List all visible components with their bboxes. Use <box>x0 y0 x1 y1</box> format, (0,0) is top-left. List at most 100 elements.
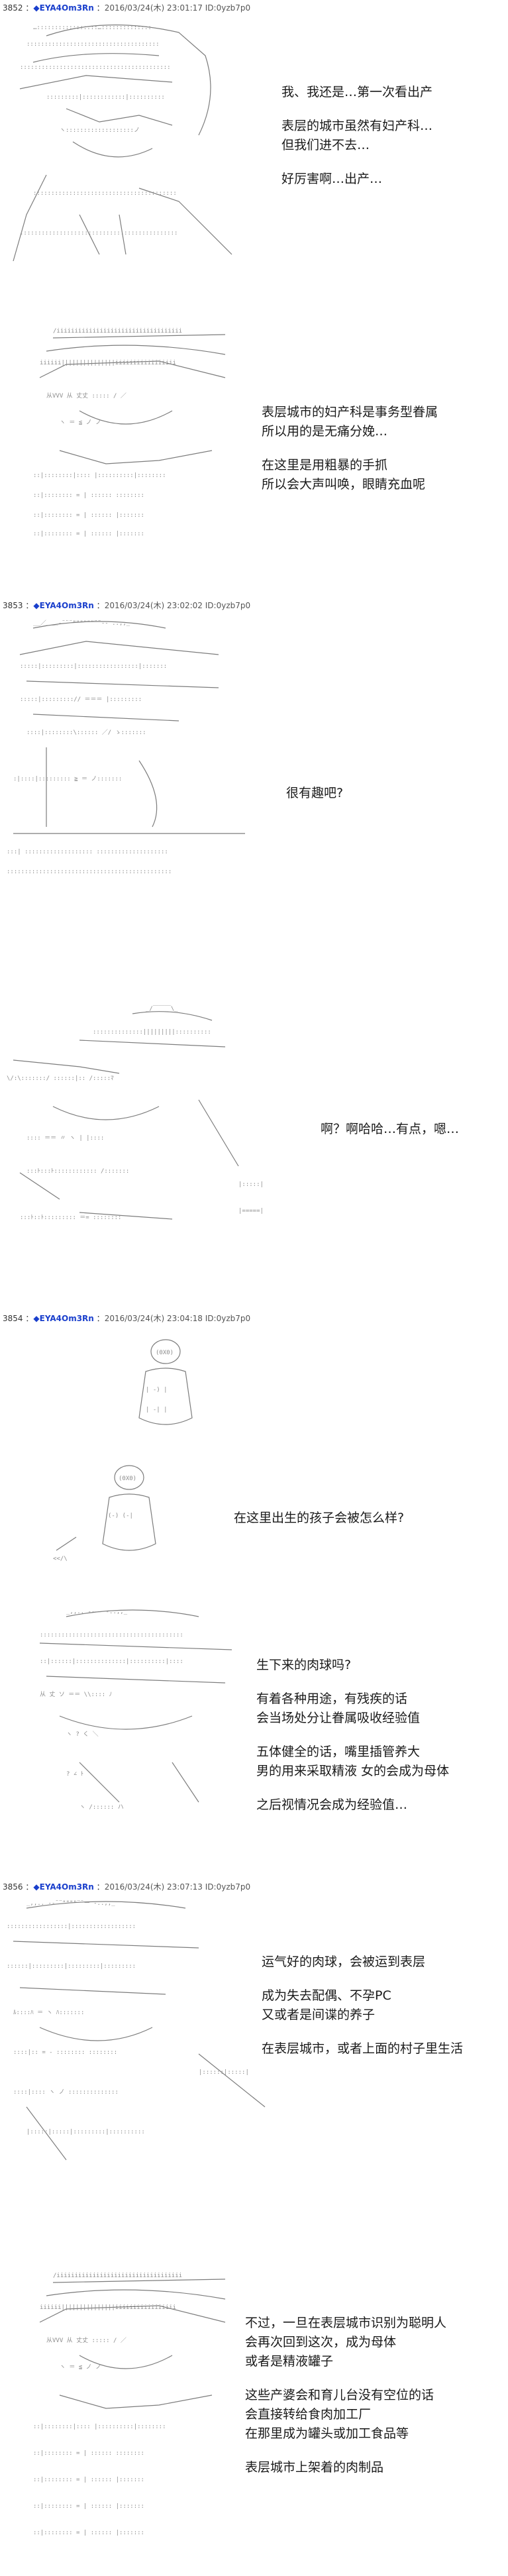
dialogue-line: 成为失去配偶、不孕PC <box>262 1988 391 2003</box>
dialogue-line: 啊？啊哈哈…有点，嗯… <box>321 1122 460 1136</box>
svg-text::::::::::::::::::|::::::::::::: :::::::::::::::::|:::::::::::::::::: <box>7 1923 136 1930</box>
trip-diamond-icon: ◆ <box>33 3 40 13</box>
dialogue-line: 又或者是间谍的养子 <box>262 2008 376 2022</box>
svg-text:/iiiiiiiiiiiiiiiiiiiiiiiiiiiii: /iiiiiiiiiiiiiiiiiiiiiiiiiiiiiiiiiii <box>53 328 182 335</box>
svg-text:::|:::::::: = | :::::: |::::: ::|:::::::: = | :::::: |::::::: <box>33 531 144 537</box>
dialogue-line: 五体健全的话，嘴里插管养大 <box>256 1744 421 1759</box>
dialogue-line: 运气好的肉球，会被运到表层 <box>262 1955 426 1969</box>
poster-name[interactable]: EYA4Om3Rn <box>39 3 94 13</box>
svg-text:::::::::::::::|||||||||:::::::: ::::::::::::::|||||||||:::::::::: <box>93 1029 211 1036</box>
svg-text:iiiiii|||||||||||||||iiiiiiiii: iiiiii|||||||||||||||iiiiiiiiiiiiiiiii <box>40 360 176 366</box>
dialogue-line: 但我们进不去… <box>281 138 370 152</box>
svg-text:(-) (-|: (-) (-| <box>108 1513 133 1519</box>
dialogue-line: 生下来的肉球吗? <box>256 1658 352 1672</box>
post-datetime: 2016/03/24(木) 23:07:13 <box>104 1882 203 1892</box>
svg-text:::|:::::::: = | :::::: |::::: ::|:::::::: = | :::::: |::::::: <box>33 512 144 519</box>
ascii-art-character: (0X0) (-) (-| <</\ <box>50 1458 176 1567</box>
dialogue-line: 在表层城市，或者上面的村子里生活 <box>262 2041 464 2056</box>
svg-text:ﾙ::::ﾊ ＝ ヽ ﾊ:::::::: ﾙ::::ﾊ ＝ ヽ ﾊ::::::: <box>13 2010 84 2016</box>
svg-text:从 丈 ソ ＝＝ \\:::: ﾉ: 从 丈 ソ ＝＝ \\:::: ﾉ <box>40 1691 112 1698</box>
svg-text::::| ::::::::::::::::::: :::::: :::| ::::::::::::::::::: :::::::::::::::… <box>7 849 168 855</box>
svg-text:::::::::::::::::::::::::::::::: ::::::::::::::::::::::::::::::::::::::::… <box>20 64 171 71</box>
trip-diamond-icon: ◆ <box>33 1314 40 1323</box>
svg-text:\/:\:::::::/ ::::::|:: /:::::ﾏ: \/:\:::::::/ ::::::|:: /:::::ﾏ <box>7 1075 114 1082</box>
svg-text:__／＿＿‐¨¨¨""""""¨¨‐- ..,,_: __／＿＿‐¨¨¨""""""¨¨‐- ..,,_ <box>33 619 130 627</box>
svg-text:::::|:::: ヽ ノ ::::::::::::::: ::::|:::: ヽ ノ :::::::::::::: <box>13 2089 119 2096</box>
svg-text::::ﾄ::ﾄ::::::::: ＝= ::::::::: :::ﾄ::ﾄ::::::::: ＝= :::::::: <box>20 1214 121 1221</box>
post-datetime: 2016/03/24(木) 23:04:18 <box>104 1314 203 1323</box>
ascii-art-character: /iiiiiiiiiiiiiiiiiiiiiiiiiiiiiiiiiii iii… <box>26 2269 245 2561</box>
svg-text:::|:::::::: = | :::::: |::::: ::|:::::::: = | :::::: |::::::: <box>33 2477 144 2483</box>
post-datetime: 2016/03/24(木) 23:02:02 <box>104 601 203 610</box>
dialogue-line: 所以会大声叫唤，眼睛充血呢 <box>262 477 426 492</box>
svg-text:ヽ ＝ ≦ ノ ノ: ヽ ＝ ≦ ノ ノ <box>60 419 101 426</box>
dialogue-line: 在这里是用粗暴的手抓 <box>262 458 388 472</box>
svg-text::::: ＝＝ 〃 ヽ | |::::: :::: ＝＝ 〃 ヽ | |:::: <box>26 1135 104 1142</box>
svg-text:…:::::::::::::::::…:::::::::::: …:::::::::::::::::…:::::::::::::: <box>33 25 152 31</box>
trip-diamond-icon: ◆ <box>33 1882 40 1892</box>
svg-text:ヽ /:::::: ハ: ヽ /:::::: ハ <box>79 1804 124 1811</box>
dialogue-box: 很有趣吧? <box>286 784 343 803</box>
svg-text:|:::::|:::::|:::::::::|:::::::: |:::::|:::::|:::::::::|:::::::::: <box>26 2129 145 2135</box>
poster-name[interactable]: EYA4Om3Rn <box>39 1314 94 1323</box>
svg-text::::::|:::::::::// ＝＝＝ |:::::::: :::::|:::::::::// ＝＝＝ |::::::::: <box>20 696 142 703</box>
dialogue-box: 在这里出生的孩子会被怎么样? <box>234 1509 404 1528</box>
dialogue-box: 不过，一旦在表层城市识别为聪明人 会再次回到这次，成为母体 或者是精液罐子 这些… <box>245 2314 446 2477</box>
post-id[interactable]: ID:0yzb7p0 <box>205 601 251 610</box>
svg-text:? ∠ ﾄ: ? ∠ ﾄ <box>66 1771 83 1778</box>
svg-text:::::::::::::::::::::::::::::::: ::::::::::::::::::::::::::::::::::::::::… <box>7 869 172 875</box>
dialogue-line: 会直接转给食肉加工厂 <box>245 2407 372 2422</box>
svg-text:::::|:: = ‐ :::::::: :::::: ::::|:: = ‐ :::::::: :::::::: <box>13 2049 117 2056</box>
svg-text:::::::::::::::::::::::::::::::: ::::::::::::::::::::::::::::::::::::: <box>26 41 159 48</box>
post-header: 3852 ：◆EYA4Om3Rn ：2016/03/24(木) 23:01:17… <box>3 3 251 13</box>
svg-text:_/￣￣￣\_: _/￣￣￣\_ <box>146 1004 178 1012</box>
svg-text:::|::::::::|:::: |::::::::::|:: ::|::::::::|:::: |::::::::::|:::::::: <box>33 2424 166 2430</box>
dialogue-line: 或者是精液罐子 <box>245 2354 334 2369</box>
svg-text:ヽ ? く ＼: ヽ ? く ＼ <box>66 1731 99 1738</box>
dialogue-line: 所以用的是无痛分娩… <box>262 424 388 439</box>
svg-text:|::::::|:::::|: |::::::|:::::| <box>199 2069 249 2076</box>
post-id[interactable]: ID:0yzb7p0 <box>205 1314 251 1323</box>
dialogue-line: 在这里出生的孩子会被怎么样? <box>234 1511 405 1525</box>
dialogue-line: 我、我还是…第一次看出产 <box>281 85 433 99</box>
svg-text:::::::::::::::::::::::::::::::: :::::::::::::::::::::::::::::::::::::::: <box>33 190 177 197</box>
svg-text:从VVV 从 丈丈 ::::: / ／: 从VVV 从 丈丈 ::::: / ／ <box>46 392 127 400</box>
post-id[interactable]: ID:0yzb7p0 <box>205 3 251 13</box>
svg-text:|:::::|: |:::::| <box>238 1181 264 1188</box>
dialogue-line: 好厉害啊…出产… <box>281 172 383 186</box>
svg-text:_,,.. -‐‐‐ -..,,_: _,,.. -‐‐‐ -..,,_ <box>66 1609 128 1615</box>
post-datetime: 2016/03/24(木) 23:01:17 <box>104 3 203 13</box>
svg-text:(0X0): (0X0) <box>119 1476 136 1482</box>
svg-text:ヽ ＝ ≦ ノ ノ: ヽ ＝ ≦ ノ ノ <box>60 2364 101 2371</box>
svg-text:::|:::::::: = | :::::: |::::: ::|:::::::: = | :::::: |::::::: <box>33 2503 144 2510</box>
svg-text:_,,.. -‐¨¨""""¨¨ー -..,,_: _,,.. -‐¨¨""""¨¨ー -..,,_ <box>26 1900 115 1907</box>
dialogue-line: 表层的城市虽然有妇产科… <box>281 119 433 133</box>
dialogue-line: 会当场处分让眷属吸收经验值 <box>256 1711 421 1725</box>
dialogue-line: 表层城市的妇产科是事务型眷属 <box>262 405 438 419</box>
svg-text::::ﾄ:::ﾄ:::::::::::: /:::::::: :::ﾄ:::ﾄ:::::::::::: /::::::: <box>26 1168 129 1175</box>
svg-text:::::|::::::::\:::::: ／/ ゝ:::::: ::::|::::::::\:::::: ／/ ゝ::::::: <box>26 729 146 736</box>
dialogue-line: 会再次回到这次，成为母体 <box>245 2335 397 2349</box>
poster-name[interactable]: EYA4Om3Rn <box>39 1882 94 1892</box>
post-id[interactable]: ID:0yzb7p0 <box>205 1882 251 1892</box>
svg-text::::::|:::::::::|::::::::::::::: :::::|:::::::::|:::::::::::::::::|::::::… <box>20 663 167 670</box>
ascii-art-character: _,,.. -‐‐‐ -..,,_ ::::::::::::::::::::::… <box>26 1603 245 1822</box>
dialogue-box: 啊？啊哈哈…有点，嗯… <box>321 1120 459 1139</box>
svg-text:(0X0): (0X0) <box>156 1350 174 1356</box>
svg-text:::::::::::::::::::::::::::::::: :::::::::::::::::::::::::::::::::::::::: <box>40 1632 183 1638</box>
svg-text:ヽ:::::::::::::::::::ノ: ヽ:::::::::::::::::::ノ <box>60 127 140 134</box>
poster-name[interactable]: EYA4Om3Rn <box>39 601 94 610</box>
svg-text:::|:::::::: = | :::::: ::::: ::|:::::::: = | :::::: :::::::: <box>33 2450 144 2457</box>
svg-text:/iiiiiiiiiiiiiiiiiiiiiiiiiiiii: /iiiiiiiiiiiiiiiiiiiiiiiiiiiiiiiiiii <box>53 2273 182 2279</box>
svg-text::::::::::|::::::::::::|:::::::: :::::::::|::::::::::::|:::::::::: <box>46 94 165 101</box>
svg-text:::|:::::::: = | :::::: |::::: ::|:::::::: = | :::::: |::::::: <box>33 2530 144 2536</box>
ascii-art-character: _,,.. -‐¨¨""""¨¨ー -..,,_ :::::::::::::::… <box>0 1895 278 2173</box>
svg-text:::|:::::::: = | :::::: ::::: ::|:::::::: = | :::::: :::::::: <box>33 492 144 499</box>
dialogue-line: 男的用来采取精液 女的会成为母体 <box>256 1764 450 1778</box>
dialogue-box: 生下来的肉球吗? 有着各种用途，有残疾的话 会当场处分让眷属吸收经验值 五体健全… <box>256 1656 449 1815</box>
dialogue-line: 表层城市上架着的肉制品 <box>245 2460 384 2475</box>
post-number: 3856 <box>3 1882 23 1892</box>
svg-text:::::::|:::::::::|:::::::::|:::: ::::::|:::::::::|:::::::::|::::::::: <box>7 1963 136 1970</box>
ascii-art-character: /iiiiiiiiiiiiiiiiiiiiiiiiiiiiiiiiiii iii… <box>26 325 245 543</box>
post-header: 3853 ：◆EYA4Om3Rn ：2016/03/24(木) 23:02:02… <box>3 601 251 610</box>
